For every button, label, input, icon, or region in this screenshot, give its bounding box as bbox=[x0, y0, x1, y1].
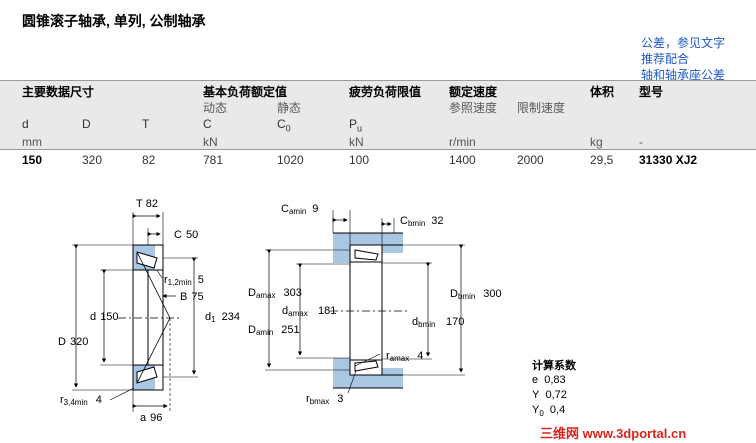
value-C: 781 bbox=[203, 153, 224, 167]
svg-text:damax: damax bbox=[282, 305, 308, 318]
table-header-band bbox=[0, 80, 756, 149]
roller-bottom bbox=[136, 366, 158, 384]
symbol-T: T bbox=[142, 117, 150, 131]
value-d: 150 bbox=[22, 153, 43, 167]
value-T: 82 bbox=[142, 153, 156, 167]
mounted-bearing-outline bbox=[349, 244, 383, 376]
value-mass: 29,5 bbox=[590, 153, 614, 167]
recommended-fits-link[interactable]: 推荐配合 bbox=[641, 52, 690, 66]
calc-factors-title: 计算系数 bbox=[532, 360, 576, 372]
value-C0: 1020 bbox=[277, 153, 304, 167]
svg-text:C50: C50 bbox=[174, 229, 198, 241]
symbol-Pu: Pu bbox=[349, 117, 363, 134]
watermark-text: 三维网 www.3dportal.cn bbox=[540, 426, 687, 441]
unit-mm: mm bbox=[22, 135, 42, 149]
table-top-rule bbox=[0, 80, 756, 81]
unit-dash: - bbox=[639, 135, 643, 149]
calc-factor-y: Y 0,72 bbox=[532, 389, 567, 401]
page-title: 圆锥滚子轴承, 单列, 公制轴承 bbox=[22, 13, 206, 29]
unit-kg: kg bbox=[590, 135, 603, 149]
unit-kn-fatigue: kN bbox=[349, 135, 364, 149]
bearing-section-drawing bbox=[72, 212, 198, 412]
header-load-ratings: 基本负荷额定值 bbox=[203, 85, 288, 99]
header-mass: 体积 bbox=[590, 85, 615, 99]
subheader-limiting-speed: 限制速度 bbox=[517, 101, 566, 115]
symbol-C: C bbox=[203, 117, 212, 131]
value-D: 320 bbox=[82, 153, 103, 167]
svg-text:a96: a96 bbox=[140, 412, 162, 424]
header-designation: 型号 bbox=[639, 85, 664, 99]
svg-text:T82: T82 bbox=[136, 198, 158, 210]
svg-text:181: 181 bbox=[318, 305, 336, 317]
symbol-D: D bbox=[82, 117, 91, 131]
subheader-static: 静态 bbox=[277, 101, 302, 115]
shaft-housing-tolerance-link[interactable]: 轴和轴承座公差 bbox=[641, 68, 726, 82]
calc-factor-y0: Y0 0,4 bbox=[532, 404, 566, 419]
svg-text:B75: B75 bbox=[180, 291, 204, 303]
symbol-d: d bbox=[22, 117, 29, 131]
value-limiting-speed: 2000 bbox=[517, 153, 544, 167]
subheader-dynamic: 动态 bbox=[203, 101, 228, 115]
calc-factor-e: e 0,83 bbox=[532, 374, 566, 386]
mounting-drawing bbox=[265, 210, 465, 394]
header-fatigue-limit: 疲劳负荷限值 bbox=[349, 85, 422, 99]
symbol-C0: C0 bbox=[277, 117, 291, 134]
roller-top bbox=[136, 251, 158, 269]
svg-text:dbmin: dbmin bbox=[412, 316, 435, 329]
svg-text:170: 170 bbox=[446, 316, 464, 328]
value-reference-speed: 1400 bbox=[449, 153, 476, 167]
header-main-dims: 主要数据尺寸 bbox=[22, 85, 95, 99]
table-bottom-rule bbox=[0, 149, 756, 150]
unit-kn-ratings: kN bbox=[203, 135, 218, 149]
tolerance-link[interactable]: 公差，参见文字 bbox=[641, 36, 726, 50]
unit-rpm: r/min bbox=[449, 135, 476, 149]
value-designation[interactable]: 31330 XJ2 bbox=[639, 153, 698, 167]
value-Pu: 100 bbox=[349, 153, 370, 167]
header-speed-ratings: 额定速度 bbox=[449, 85, 498, 99]
subheader-reference-speed: 参照速度 bbox=[449, 101, 498, 115]
